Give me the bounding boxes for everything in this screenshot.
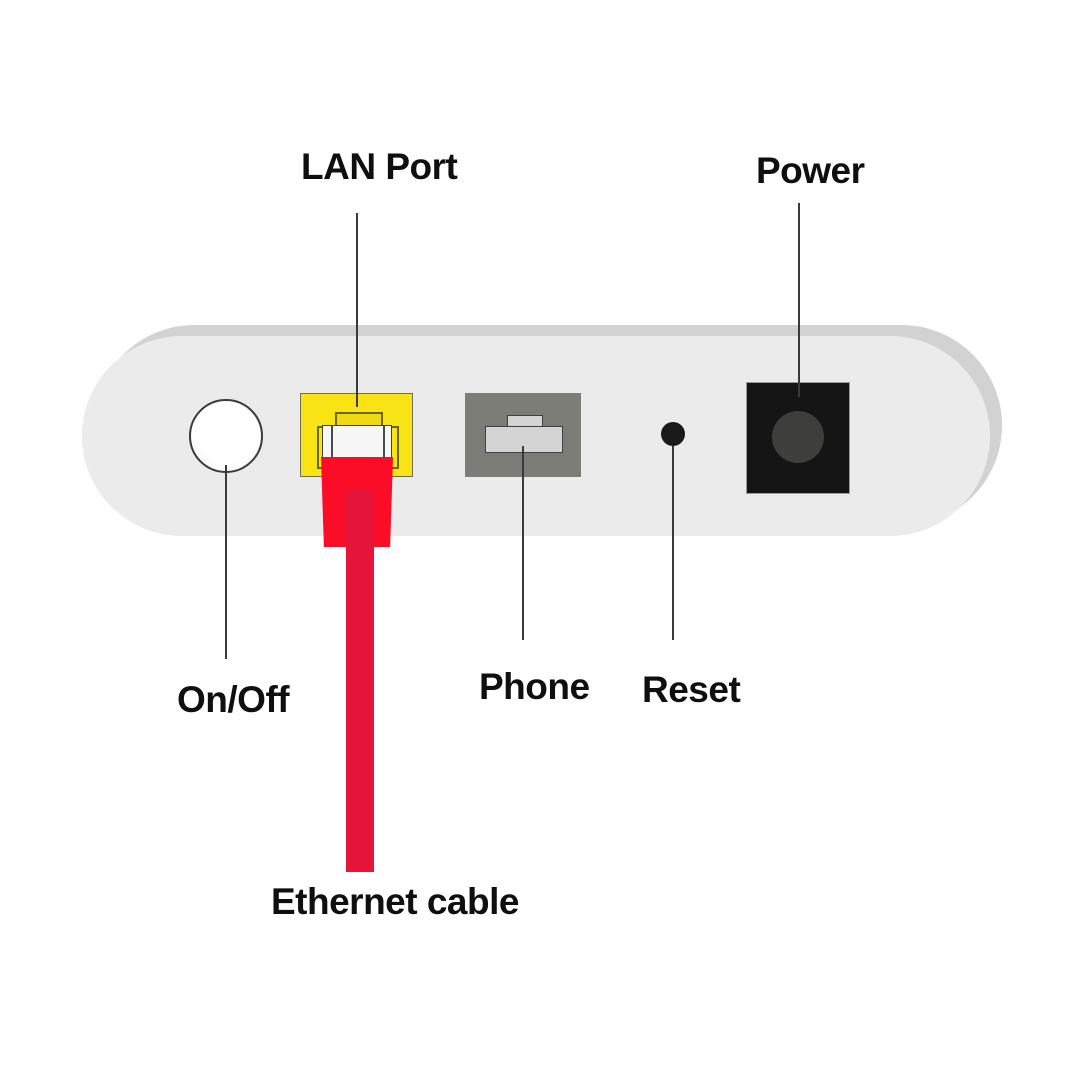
power-label: Power <box>756 150 865 191</box>
phone-jack <box>485 426 563 453</box>
on-off-button <box>189 399 263 473</box>
ethernet-plug-edge-right <box>383 426 385 460</box>
ethernet-cable-label: Ethernet cable <box>271 881 519 922</box>
on-off-label: On/Off <box>177 679 290 720</box>
reset-label: Reset <box>642 669 741 710</box>
power-pin <box>772 411 824 463</box>
reset-button-hole <box>661 422 685 446</box>
phone-label: Phone <box>479 666 590 707</box>
lan-port-label: LAN Port <box>301 146 458 187</box>
phone-jack-tab <box>507 415 543 428</box>
on-off-leader-line <box>225 465 227 659</box>
ethernet-plug-edge-left <box>331 426 333 460</box>
lan-leader-line <box>356 213 358 407</box>
ethernet-plug-body <box>322 425 392 462</box>
ethernet-cable <box>346 490 374 872</box>
phone-leader-line <box>522 446 524 640</box>
power-leader-line <box>798 203 800 397</box>
reset-leader-line <box>672 446 674 640</box>
